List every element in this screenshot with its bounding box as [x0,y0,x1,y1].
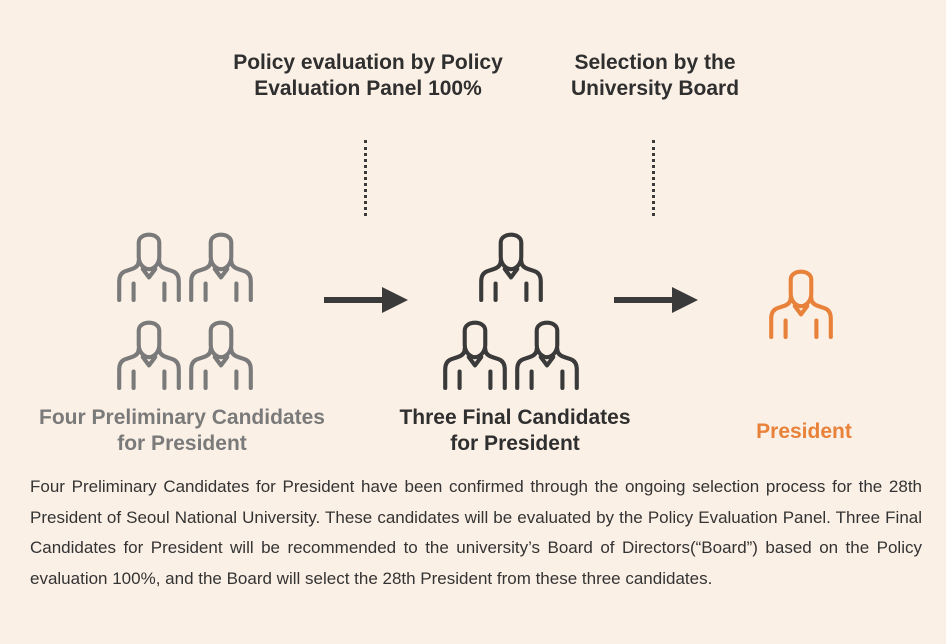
arrow-right-icon [614,287,698,313]
step-title-line: Policy evaluation by Policy [233,51,503,74]
person-icon [443,320,507,390]
person-icon [769,269,833,339]
step-title-policy-evaluation: Policy evaluation by Policy Evaluation P… [198,50,538,102]
dotted-connector-policy [364,140,367,216]
person-icon [189,232,253,302]
label-line: for President [450,432,580,455]
person-icon [189,320,253,390]
president-label: President [734,419,874,445]
label-line: for President [117,432,247,455]
step-title-line: Evaluation Panel 100% [254,77,482,100]
label-line: Four Preliminary Candidates [39,406,325,429]
step-title-board-selection: Selection by the University Board [530,50,780,102]
step-title-line: Selection by the [574,51,736,74]
label-line: President [756,420,852,443]
final-candidates-label: Three Final Candidates for President [380,405,650,457]
arrow-right-icon [324,287,408,313]
step-title-line: University Board [570,77,740,100]
person-icon [117,232,181,302]
dotted-connector-board [652,140,655,216]
label-line: Three Final Candidates [399,406,631,429]
person-icon [479,232,543,302]
person-icon [117,320,181,390]
description-paragraph: Four Preliminary Candidates for Presiden… [30,477,922,588]
preliminary-candidates-label: Four Preliminary Candidates for Presiden… [26,405,338,457]
person-icon [515,320,579,390]
